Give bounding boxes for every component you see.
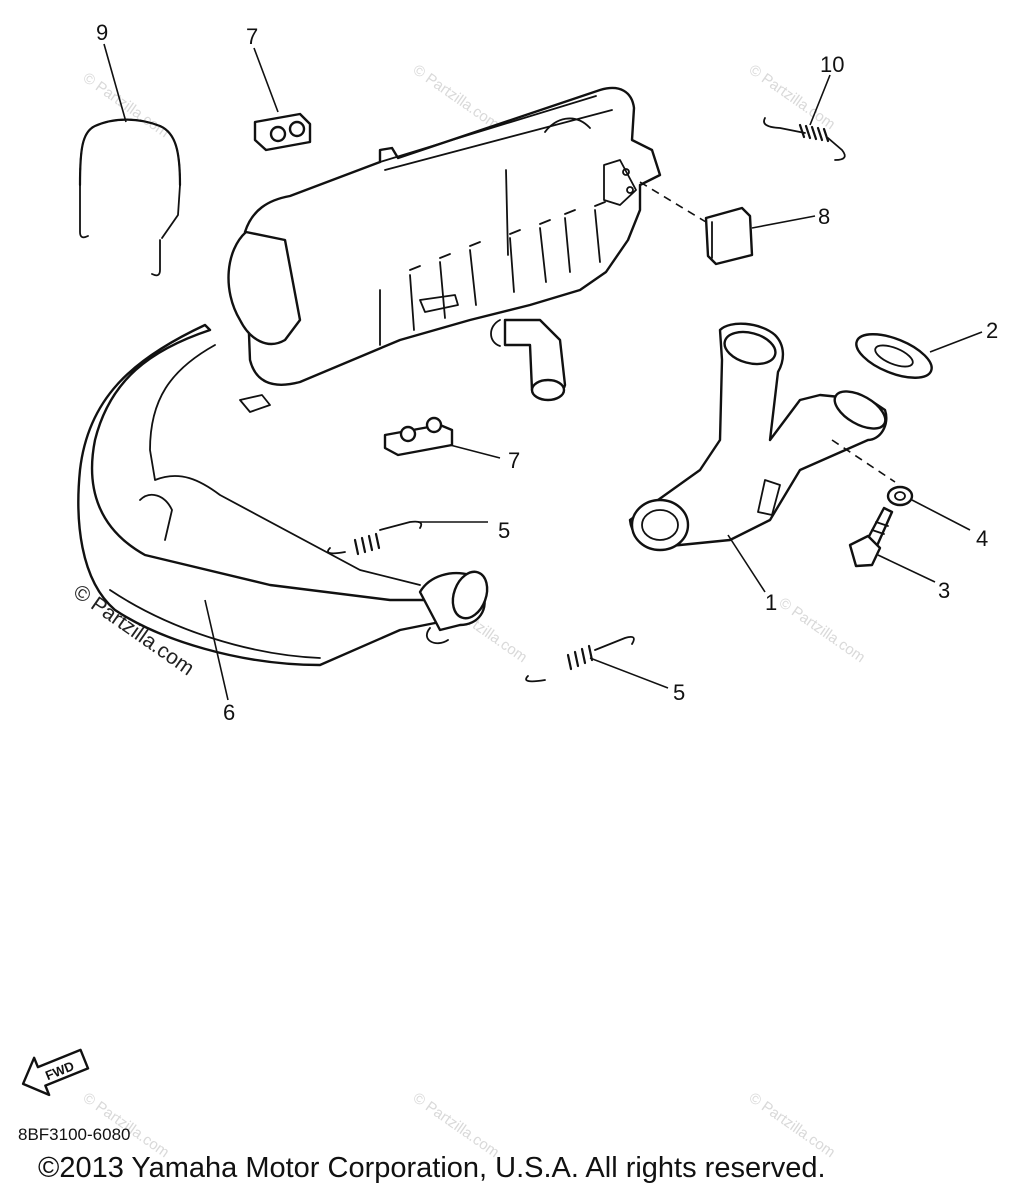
part-9-long-spring (78, 118, 182, 277)
callout-5: 5 (673, 680, 685, 705)
part-5-spring-lower (525, 635, 635, 683)
watermark: © Partzilla.com (776, 594, 869, 666)
diagram-code: 8BF3100-6080 (18, 1125, 131, 1144)
part-3-bolt (848, 506, 894, 568)
copyright-notice: ©2013 Yamaha Motor Corporation, U.S.A. A… (38, 1152, 826, 1184)
callout-7: 7 (246, 24, 258, 49)
callout-9: 9 (96, 20, 108, 45)
watermark: © Partzilla.com (410, 61, 503, 133)
watermark: © Partzilla.com (80, 69, 173, 141)
part-7-damper-top (253, 112, 312, 152)
part-4-washer (886, 485, 914, 507)
callout-5: 5 (498, 518, 510, 543)
alignment-line (831, 439, 896, 483)
part-5-spring-upper (327, 520, 423, 556)
part-8-damper (704, 206, 754, 266)
callout-2: 2 (986, 318, 998, 343)
watermark: © Partzilla.com (746, 1089, 839, 1161)
part-2-gasket (855, 333, 933, 379)
callouts: 9 7 10 8 2 7 5 4 3 1 5 6 (96, 20, 998, 725)
leader-lines (103, 43, 983, 701)
part-6-exhaust-pipe (77, 230, 489, 667)
callout-6: 6 (223, 700, 235, 725)
callout-4: 4 (976, 526, 988, 551)
fwd-arrow-icon: FWD (21, 1048, 90, 1097)
callout-1: 1 (765, 590, 777, 615)
alignment-line (639, 181, 707, 223)
callout-7: 7 (508, 448, 520, 473)
part-1-front-pipe (628, 322, 888, 552)
watermark: © Partzilla.com (410, 1089, 503, 1161)
callout-8: 8 (818, 204, 830, 229)
part-10-spring (763, 117, 846, 161)
callout-3: 3 (938, 578, 950, 603)
part-7-damper-bottom (383, 416, 454, 457)
muffler (243, 86, 662, 402)
callout-10: 10 (820, 52, 844, 77)
